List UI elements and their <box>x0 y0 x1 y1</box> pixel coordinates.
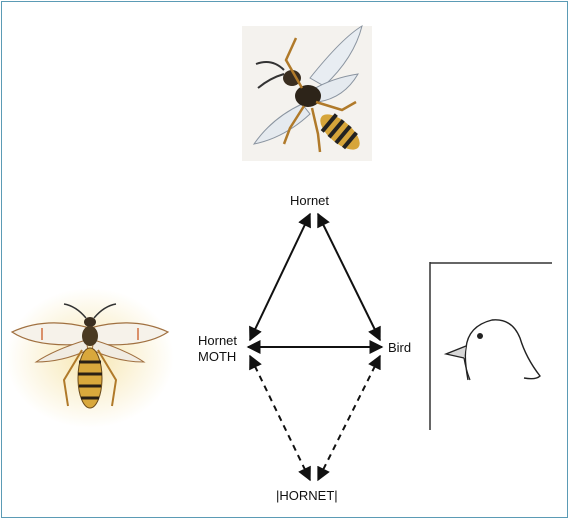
node-hornet-moth-line1: Hornet <box>198 333 237 348</box>
node-hornet-concept: |HORNET| <box>276 488 338 503</box>
arrow-hornet-bird <box>318 214 380 340</box>
node-bird: Bird <box>388 340 411 355</box>
arrow-bird-hornet-concept <box>318 356 380 480</box>
arrow-moth-hornet-concept <box>250 356 310 480</box>
arrow-moth-hornet <box>250 214 310 340</box>
node-hornet: Hornet <box>290 193 329 208</box>
node-hornet-moth-line2: MOTH <box>198 349 236 364</box>
